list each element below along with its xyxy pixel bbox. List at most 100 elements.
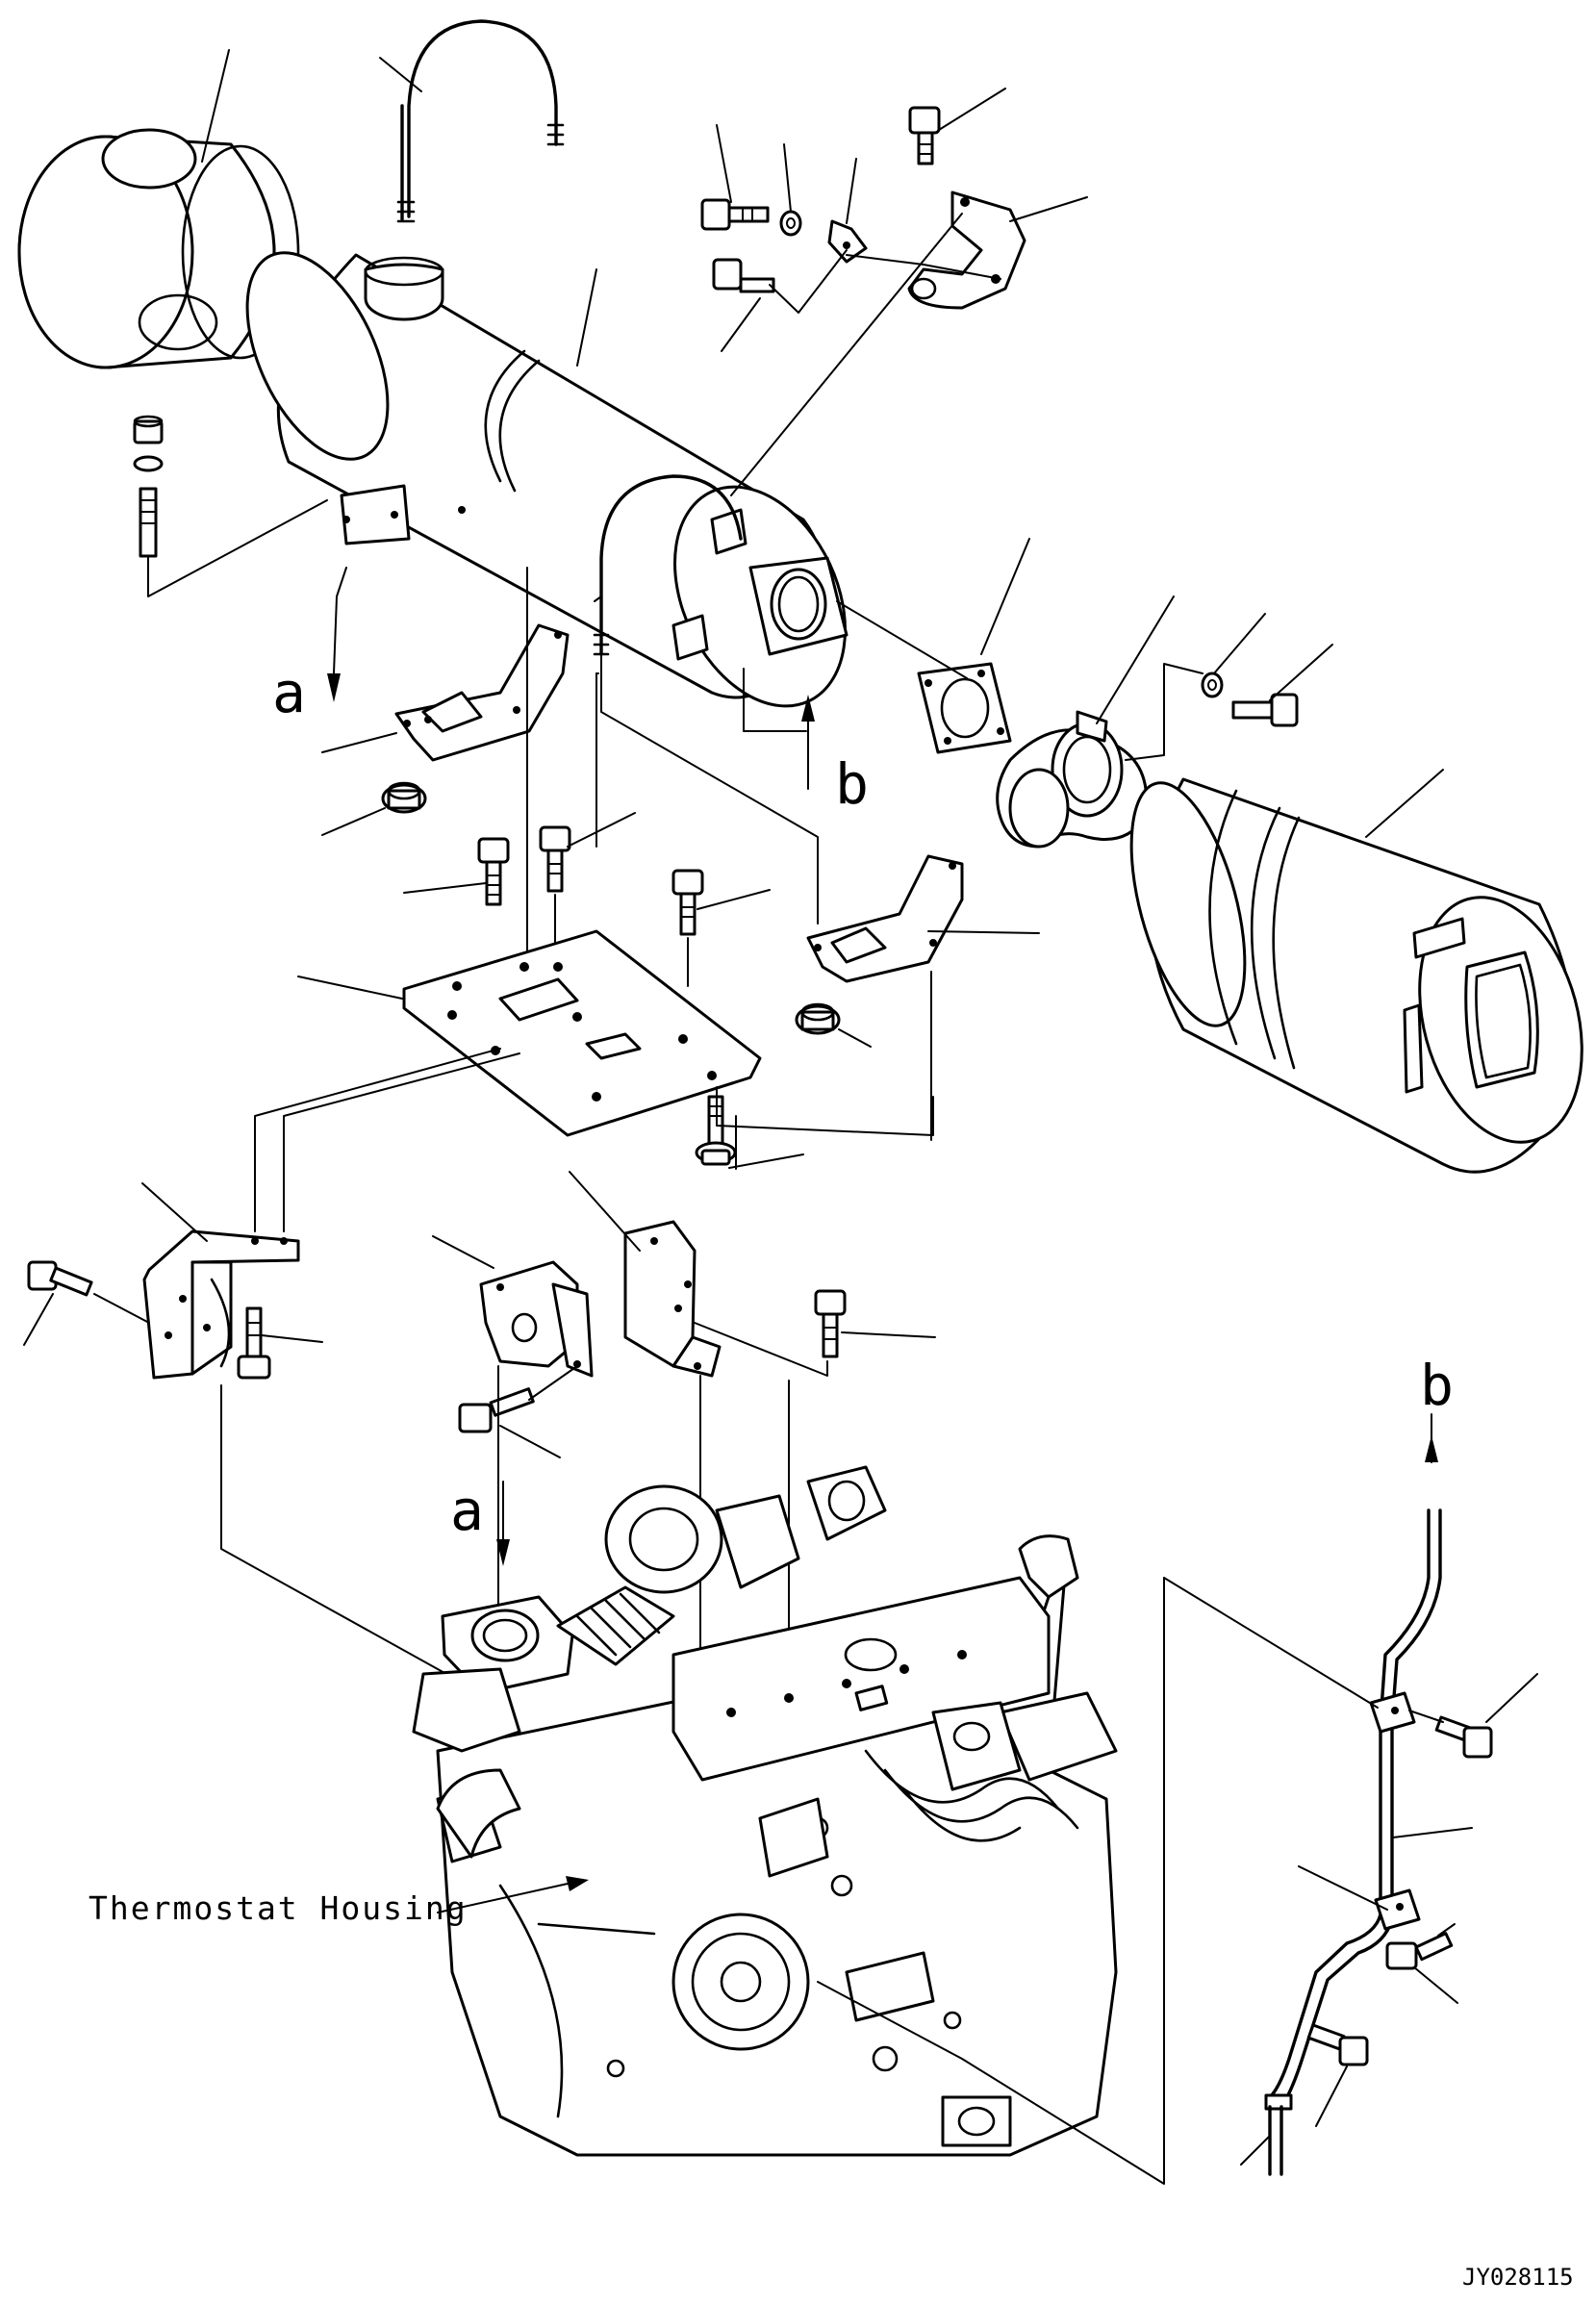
- bolt-top-right: [908, 106, 941, 165]
- leader-u-bolt-upper: [379, 57, 422, 92]
- tailpipe-cover-cylinder: [1129, 777, 1583, 1174]
- leader-guard-ring: [201, 49, 230, 163]
- leader-bracket-right: [569, 1171, 641, 1252]
- leader-gasket: [980, 538, 1030, 655]
- exhaust-elbow: [996, 710, 1149, 849]
- leader-nut-right: [838, 1028, 872, 1048]
- exhaust-tail-tube: [1264, 1508, 1442, 2176]
- leader-bolt-tube-upper: [1485, 1673, 1538, 1723]
- bolt-bracket-center: [458, 1387, 535, 1433]
- guide-engine-to-tube-2: [1163, 1577, 1379, 1709]
- guide-plate-left-2: [283, 1052, 520, 1232]
- leader-elbow: [1096, 596, 1175, 724]
- ref-arrow-b-right: [1425, 1413, 1438, 1463]
- leader-stud-stack: [147, 499, 328, 597]
- ref-label-b-upper: b: [835, 751, 869, 817]
- u-bolt-lower: [593, 474, 743, 656]
- saddle-bracket-left: [394, 623, 570, 762]
- leader-bolt-left-bottom: [261, 1334, 323, 1343]
- leader-tail-clip: [1298, 1865, 1388, 1911]
- leader-washer-right: [1213, 613, 1266, 674]
- washer-upper: [779, 210, 802, 237]
- nut-washer-stud-stack: [133, 415, 164, 558]
- bolt-tube-upper: [1434, 1715, 1493, 1759]
- leader-bolt-under-plate: [728, 1153, 804, 1169]
- leader-bolt-bracket-right: [841, 1331, 936, 1338]
- ref-arrow-a-lower: [496, 1481, 510, 1566]
- ref-arrow-a-upper: [327, 567, 347, 702]
- leader-bolt-plate-1: [403, 882, 487, 894]
- leader-bolt-tube-lower-2: [1315, 2065, 1348, 2127]
- bolt-tube-lower-1: [1385, 1932, 1454, 1970]
- leader-heat-shield: [1009, 196, 1088, 222]
- guide-bolt-bracket-center: [528, 1365, 578, 1401]
- callout-thermostat-housing: Thermostat Housing: [89, 1889, 468, 1927]
- leader-saddle-right: [927, 930, 1040, 934]
- saddle-bracket-right: [806, 854, 964, 983]
- leader-bolt-tube-lower-1: [1413, 1966, 1458, 2004]
- heat-shield-bracket: [907, 190, 1026, 310]
- outlet-gasket: [917, 662, 1012, 754]
- flange-nut-left: [381, 781, 427, 814]
- bolt-right: [1231, 693, 1299, 727]
- bolt-upper-2: [712, 258, 775, 293]
- flange-nut-right: [795, 1002, 841, 1035]
- bracket-left: [142, 1229, 300, 1380]
- leader-bolt-right: [1269, 644, 1333, 701]
- leader-bolt-upper-1: [716, 124, 732, 203]
- bolt-upper-1: [700, 198, 770, 231]
- engine-assembly: [412, 1465, 1118, 2157]
- leader-bolt-left-side: [23, 1293, 54, 1346]
- bolt-bracket-left-bottom: [237, 1306, 271, 1380]
- callout-arrow: [437, 1876, 589, 1913]
- guide-bolt-tube-upper: [1408, 1710, 1444, 1723]
- leader-elbow-to-bolt: [1125, 663, 1203, 761]
- leader-bolt-upper-2b: [721, 297, 761, 352]
- leader-tail-tube: [1392, 1827, 1473, 1838]
- clip-upper: [827, 219, 868, 264]
- leader-bolt-plate-2: [567, 812, 636, 848]
- guide-bolt-left-side: [93, 1293, 150, 1324]
- bolt-bracket-left-side: [27, 1260, 93, 1297]
- leader-bolt-top-right: [938, 88, 1006, 131]
- leader-gasket-to-muffler: [836, 600, 968, 679]
- ref-label-a-upper: a: [272, 660, 306, 725]
- bolt-tube-lower-2: [1306, 2023, 1369, 2066]
- u-bolt-upper: [396, 19, 565, 223]
- drawing-code: JY028115: [1462, 2264, 1574, 2291]
- leader-bracket-center: [432, 1235, 494, 1269]
- leader-bolt-upper-2: [769, 249, 848, 314]
- guide-line-u-bolt-right: [600, 653, 819, 925]
- leader-tail-end: [1240, 2135, 1271, 2166]
- bolt-plate-1: [477, 837, 510, 906]
- guide-bolt-tube-lower-1: [1437, 1923, 1456, 1937]
- leader-mounting-plate: [297, 976, 403, 1000]
- bolt-bracket-right: [814, 1289, 847, 1358]
- bracket-right: [623, 1220, 722, 1378]
- guide-plate-left: [254, 1048, 501, 1232]
- leader-nut-left: [321, 807, 386, 836]
- mounting-plate: [402, 929, 762, 1137]
- leader-bracket-left: [141, 1182, 208, 1242]
- ref-arrow-b-upper: [743, 668, 815, 790]
- washer-right: [1201, 672, 1224, 698]
- leader-clip-to-bracket: [846, 254, 1001, 280]
- leader-washer-upper: [783, 143, 792, 213]
- guide-bracket-left-engine: [220, 1384, 482, 1694]
- bolt-plate-2: [539, 825, 571, 893]
- leader-clip-upper: [846, 158, 857, 224]
- leader-muffler-body: [576, 268, 597, 367]
- guide-engine-to-tube: [817, 1577, 1165, 2185]
- leader-tailpipe-cover: [1365, 769, 1444, 838]
- leader-heat-shield-to-muffler: [730, 213, 963, 496]
- bolt-plate-3: [671, 869, 704, 936]
- ref-label-a-lower: a: [450, 1478, 484, 1543]
- guide-bolt-bracket-right: [694, 1322, 828, 1377]
- ref-label-b-right: b: [1420, 1353, 1454, 1418]
- guide-plate-right: [716, 1086, 934, 1136]
- leader-saddle-left: [321, 732, 397, 753]
- bracket-center: [479, 1260, 594, 1378]
- leader-bolt-plate-3: [697, 889, 771, 910]
- leader-bolt-bracket-center: [499, 1425, 561, 1458]
